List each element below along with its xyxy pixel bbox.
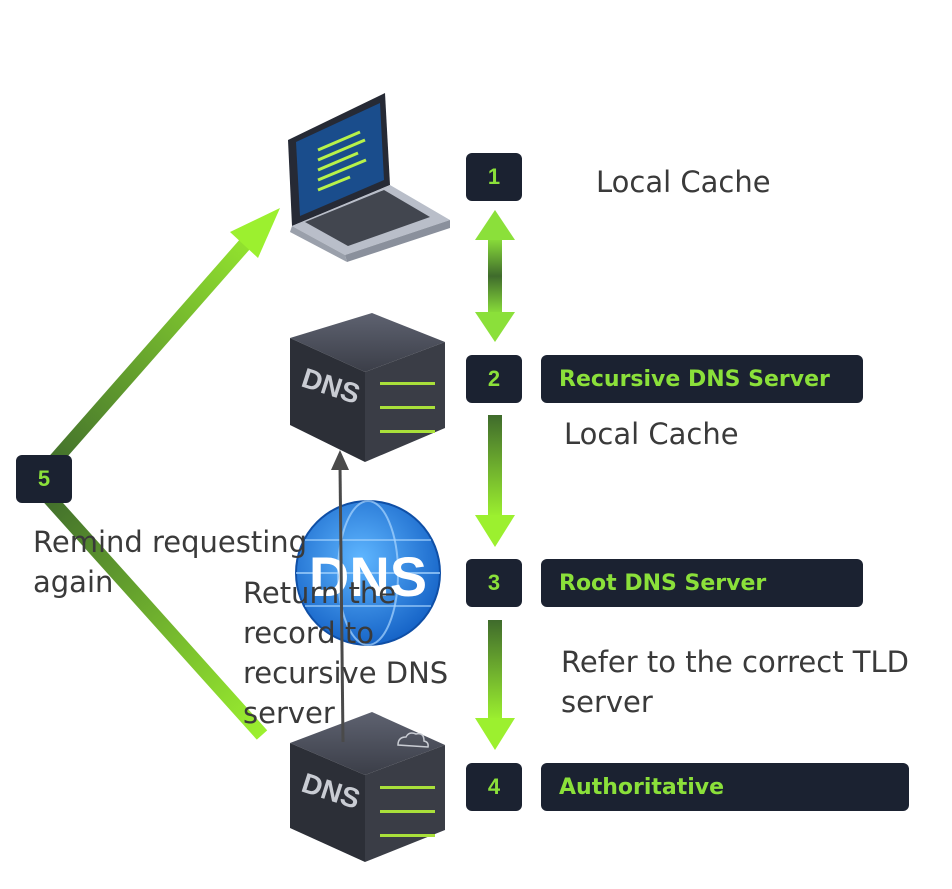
arrow-return-to-recursive [331, 450, 349, 743]
step-3-note: Refer to the correct TLD server [561, 645, 909, 719]
step-2-badge: 2 [466, 355, 522, 403]
step-4-badge: 4 [466, 763, 522, 811]
step-5-badge: 5 [16, 455, 72, 503]
dns-server-icon: DNS [290, 313, 445, 462]
step-1-note: Local Cache [596, 165, 771, 199]
arrow-reply-to-client [36, 208, 280, 480]
laptop-icon [288, 93, 450, 262]
dns-globe-icon: DNS [295, 500, 441, 646]
arrow-local-cache [475, 210, 515, 342]
step-5-note: Remind requesting again [33, 525, 308, 599]
step-1-badge: 1 [466, 153, 522, 201]
step-3-badge: 3 [466, 559, 522, 607]
return-note: Return the record to recursive DNS serve… [243, 576, 449, 730]
authoritative-dns-server-icon: DNS [290, 712, 445, 862]
arrow-authoritative-to-step5 [36, 485, 268, 740]
authoritative-server-title: Authoritative [541, 763, 909, 811]
arrow-recursive-to-root [475, 415, 515, 547]
recursive-dns-server-title: Recursive DNS Server [541, 355, 863, 403]
root-dns-server-title: Root DNS Server [541, 559, 863, 607]
arrow-root-to-authoritative [475, 620, 515, 750]
cloud-icon [397, 732, 429, 748]
step-2-note: Local Cache [564, 417, 739, 451]
dns-globe-label: DNS [309, 545, 427, 608]
